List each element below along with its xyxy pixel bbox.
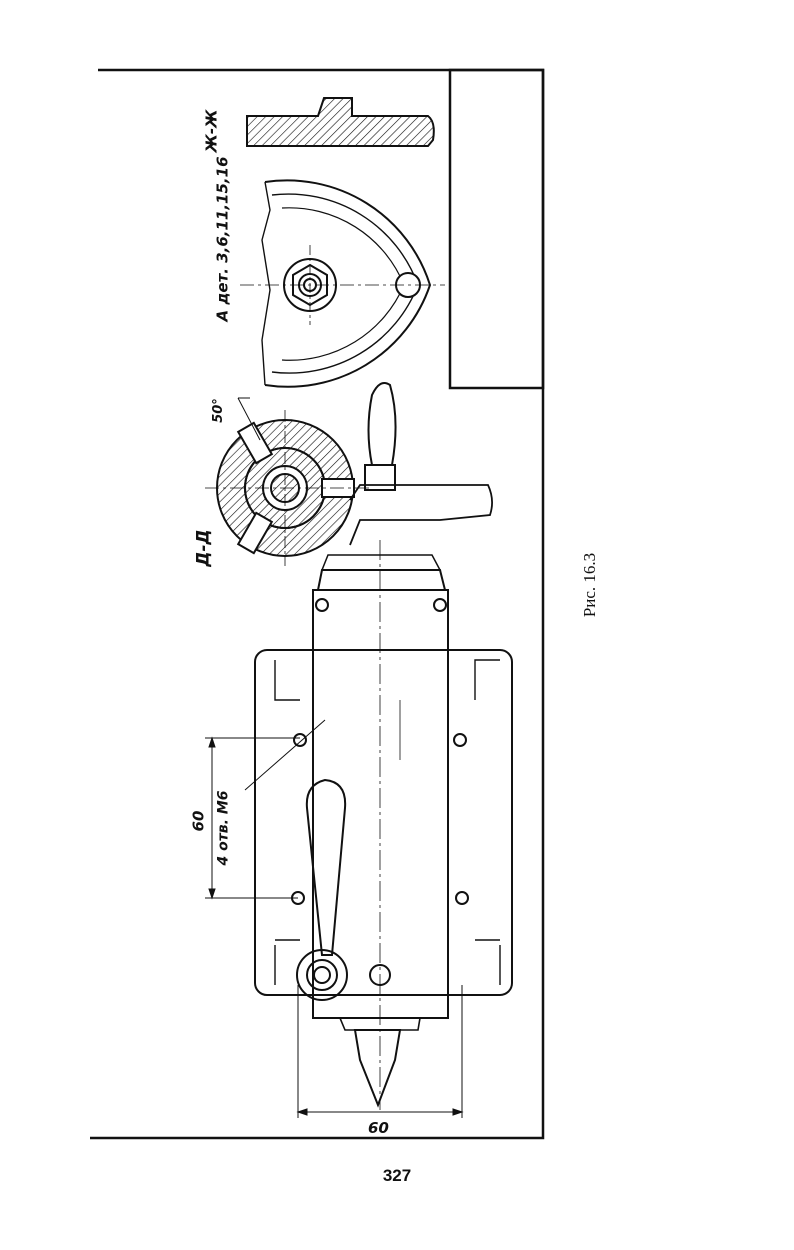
drawing-frame	[90, 68, 545, 1140]
label-angle: 50°	[210, 398, 226, 423]
figure-caption-text: Рис. 16.3	[580, 552, 600, 618]
section-dd	[205, 397, 370, 566]
figure-caption: Рис. 16.3	[570, 520, 610, 650]
label-holes: 4 отв. М6	[215, 790, 232, 866]
dimensions	[205, 719, 464, 1118]
label-section-dd: Д-Д	[193, 529, 214, 567]
label-dim-60-bottom: 09	[368, 1118, 389, 1136]
page-number: 327	[382, 1166, 412, 1185]
main-assembly	[254, 382, 513, 1110]
label-section-zh: Ж-Ж	[202, 109, 221, 153]
label-view-a: А дет. 3,6,11,15,16	[213, 156, 232, 322]
section-zh-profile	[246, 97, 435, 147]
label-dim-60-vertical: 60	[189, 810, 208, 832]
view-a-disc	[240, 179, 445, 388]
